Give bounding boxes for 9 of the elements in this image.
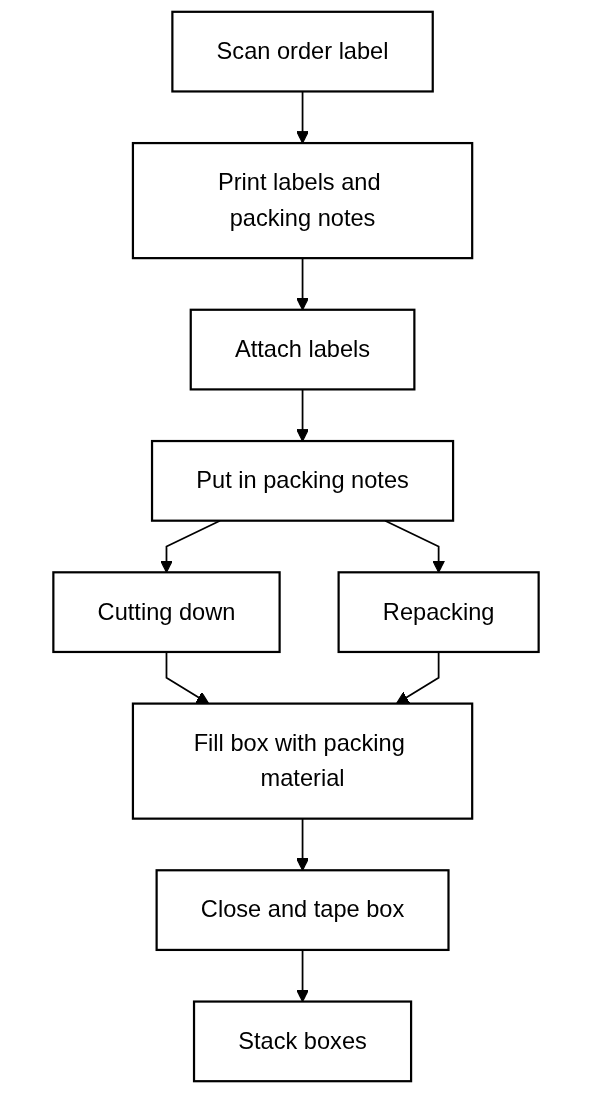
node-box: Cutting down	[52, 571, 281, 654]
node-box: Attach labels	[189, 308, 416, 391]
node-box: Put in packing notes	[150, 439, 455, 522]
node-box: Close and tape box	[155, 869, 450, 952]
node-box: Repacking	[337, 571, 540, 654]
node-box: Fill box with packing material	[131, 702, 474, 820]
node-box: Print labels and packing notes	[131, 141, 474, 260]
node-box: Stack boxes	[192, 1000, 413, 1083]
node-box: Scan order label	[171, 10, 434, 93]
